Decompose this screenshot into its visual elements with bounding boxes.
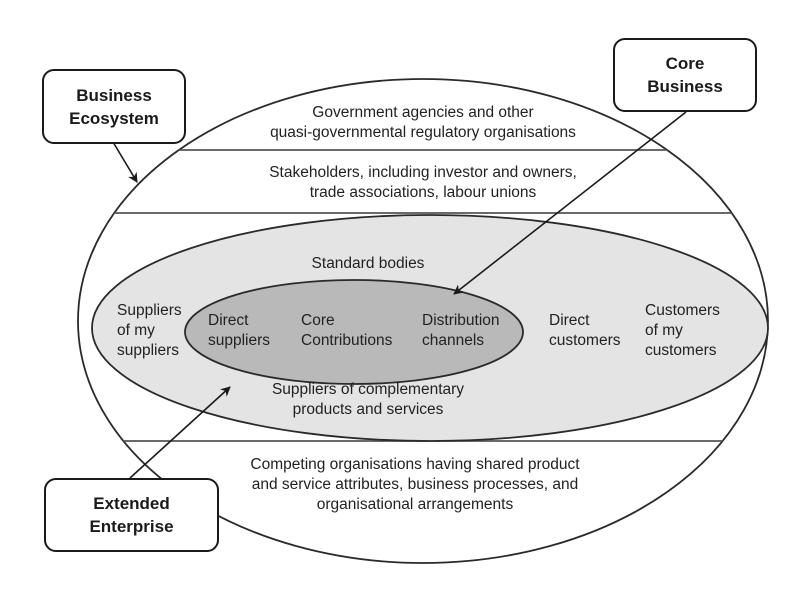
label-line: Core (301, 312, 335, 329)
label-line: Distribution (422, 312, 500, 329)
label-distribution-channels: Distribution channels (422, 311, 500, 351)
label-complementary: Suppliers of complementary products and … (238, 380, 498, 420)
band-line: Competing organisations having shared pr… (250, 456, 580, 473)
label-line: Suppliers of complementary (271, 381, 465, 398)
band-line: quasi-governmental regulatory organisati… (270, 124, 576, 141)
label-line: suppliers (117, 342, 180, 359)
band-line: Stakeholders, including investor and own… (269, 164, 577, 181)
band-line: Government agencies and other (312, 104, 534, 121)
label-line: of my (645, 322, 683, 339)
label-line: Customers (645, 302, 720, 319)
extended-enterprise-arrow (129, 386, 231, 479)
label-line: Direct (549, 312, 590, 329)
callout-line: Business (76, 85, 152, 105)
business-ecosystem-arrow (112, 141, 138, 183)
band-line: trade associations, labour unions (309, 184, 537, 201)
label-line: channels (422, 332, 485, 349)
label-line: Suppliers (117, 302, 182, 319)
label-core-contributions: Core Contributions (301, 311, 392, 351)
label-direct-suppliers: Direct suppliers (208, 311, 270, 351)
callout-line: Business (647, 77, 723, 96)
label-standard-bodies: Standard bodies (311, 255, 425, 272)
core-business-ellipse (184, 279, 524, 385)
label-suppliers-of-suppliers: Suppliers of my suppliers (117, 301, 182, 361)
band-line: and service attributes, business process… (251, 476, 579, 493)
callout-line: Enterprise (89, 517, 174, 536)
label-line: Contributions (301, 332, 393, 349)
label-direct-customers: Direct customers (549, 311, 621, 351)
label-customers-of-customers: Customers of my customers (645, 301, 720, 361)
core-business-arrow (453, 111, 687, 295)
label-line: Direct (208, 312, 249, 329)
label-line: customers (645, 342, 717, 359)
label-line: of my (117, 322, 155, 339)
band-competing: Competing organisations having shared pr… (215, 455, 615, 515)
label-line: suppliers (208, 332, 271, 349)
callout-line: Ecosystem (69, 108, 159, 128)
band-government: Government agencies and other quasi-gove… (223, 103, 623, 143)
band-stakeholders: Stakeholders, including investor and own… (223, 163, 623, 203)
band-line: organisational arrangements (316, 496, 514, 513)
label-line: products and services (292, 401, 444, 418)
callout-line: Core (665, 54, 705, 73)
callout-line: Extended (93, 494, 170, 513)
label-line: customers (549, 332, 621, 349)
